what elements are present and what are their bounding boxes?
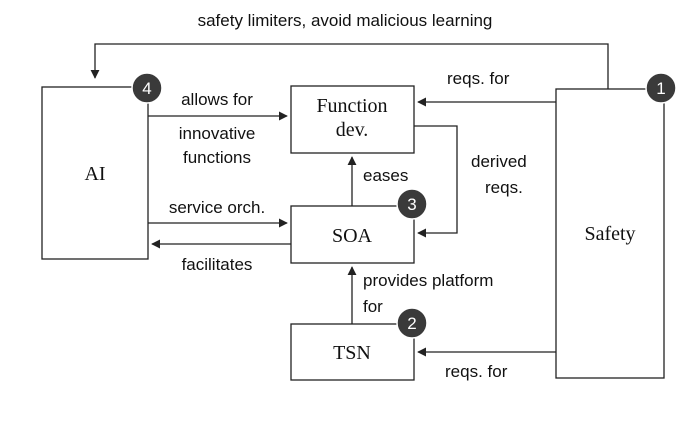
badge-1: 1 [645,72,677,104]
function-dev-node: Function dev. [290,85,415,154]
edge-safety-to-ai [90,43,609,89]
label-derived-line1: derived [471,152,527,171]
ai-label: AI [84,163,105,185]
label-innovative-line2: functions [183,148,251,167]
tsn-node: TSN [290,323,415,381]
badge-1-label: 1 [656,79,665,98]
badge-3-label: 3 [407,195,416,214]
label-facilitates: facilitates [182,255,253,274]
label-service-orch: service orch. [169,198,265,217]
safety-label: Safety [584,223,635,245]
badge-2: 2 [396,307,428,339]
soa-label: SOA [332,225,373,247]
soa-node: SOA [290,205,415,264]
label-top-feedback: safety limiters, avoid malicious learnin… [198,11,493,30]
label-provides-line2: for [363,297,383,316]
function-dev-label-line2: dev. [336,119,369,141]
safety-node: Safety [555,88,665,379]
label-eases: eases [363,166,408,185]
label-provides-line1: provides platform [363,271,493,290]
label-reqs-for-bottom: reqs. for [445,362,508,381]
function-dev-label-line1: Function [316,95,387,117]
edge-function-dev-to-soa [414,125,458,238]
badge-4: 4 [131,72,163,104]
label-innovative-line1: innovative [179,124,256,143]
tsn-label: TSN [333,342,371,364]
ai-node: AI [41,86,149,260]
badge-3: 3 [396,188,428,220]
badge-2-label: 2 [407,314,416,333]
badge-4-label: 4 [142,79,151,98]
label-reqs-for-top: reqs. for [447,69,510,88]
label-allows-for: allows for [181,90,253,109]
label-derived-line2: reqs. [485,178,523,197]
